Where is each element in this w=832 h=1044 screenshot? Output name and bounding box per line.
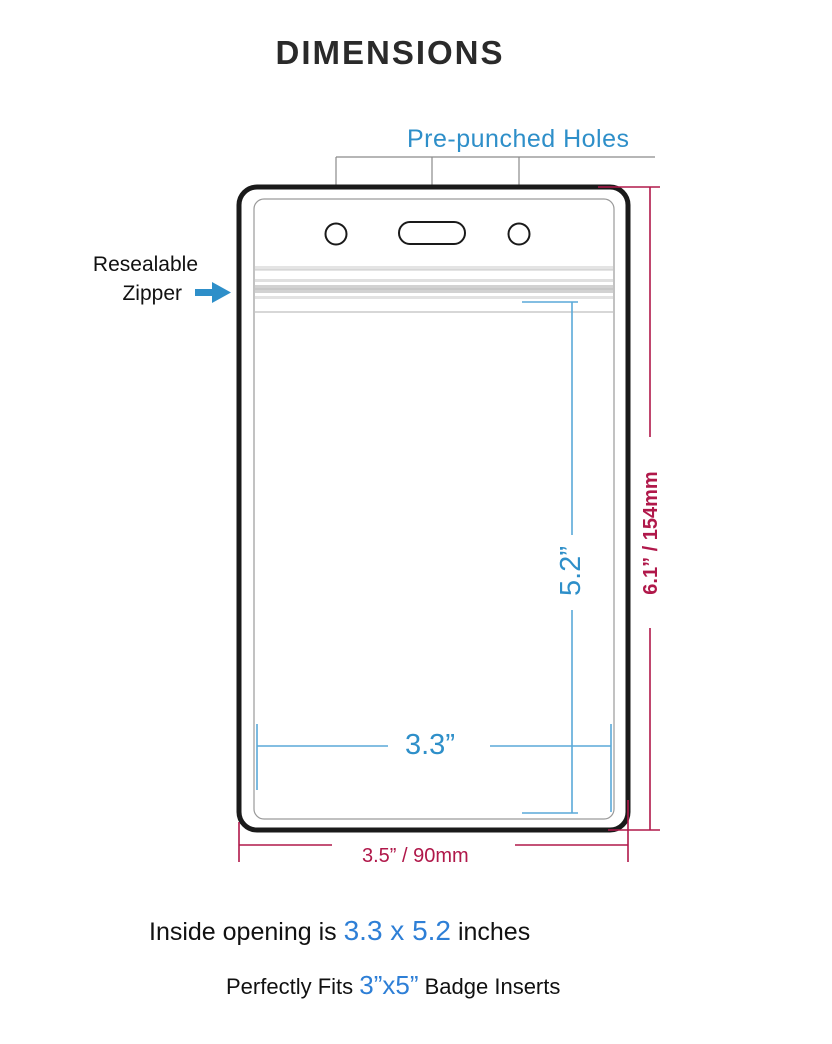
outer-width-label: 3.5” / 90mm bbox=[362, 845, 469, 867]
holes-label: Pre-punched Holes bbox=[407, 125, 630, 153]
caption2-highlight: 3”x5” bbox=[359, 970, 419, 1000]
zipper-label-line2: Zipper bbox=[122, 282, 182, 305]
inside-opening-caption: Inside opening is 3.3 x 5.2 inches bbox=[149, 915, 530, 947]
inner-height-label: 5.2” bbox=[555, 546, 587, 596]
badge-fit-caption: Perfectly Fits 3”x5” Badge Inserts bbox=[226, 970, 560, 1001]
caption1-highlight: 3.3 x 5.2 bbox=[343, 915, 451, 946]
caption2-suffix: Badge Inserts bbox=[418, 974, 561, 999]
inner-width-label: 3.3” bbox=[405, 729, 455, 761]
outer-dimension-lines bbox=[238, 186, 660, 862]
left-hole bbox=[324, 222, 348, 246]
caption1-prefix: Inside opening is bbox=[149, 918, 344, 946]
zipper-label: Resealable Zipper bbox=[40, 250, 198, 308]
outer-height-label: 6.1” / 154mm bbox=[640, 471, 662, 595]
page-title: DIMENSIONS bbox=[275, 34, 505, 71]
zipper-strip bbox=[255, 266, 613, 313]
inner-dimension-lines bbox=[256, 301, 612, 814]
caption2-prefix: Perfectly Fits bbox=[226, 974, 360, 999]
zipper-arrow-icon bbox=[195, 282, 231, 303]
badge-holder-inner-edge bbox=[253, 198, 615, 820]
right-hole bbox=[507, 222, 531, 246]
caption1-suffix: inches bbox=[451, 918, 531, 946]
zipper-label-line1: Resealable bbox=[92, 253, 198, 276]
slot-hole bbox=[398, 221, 466, 245]
punched-holes bbox=[324, 221, 531, 246]
